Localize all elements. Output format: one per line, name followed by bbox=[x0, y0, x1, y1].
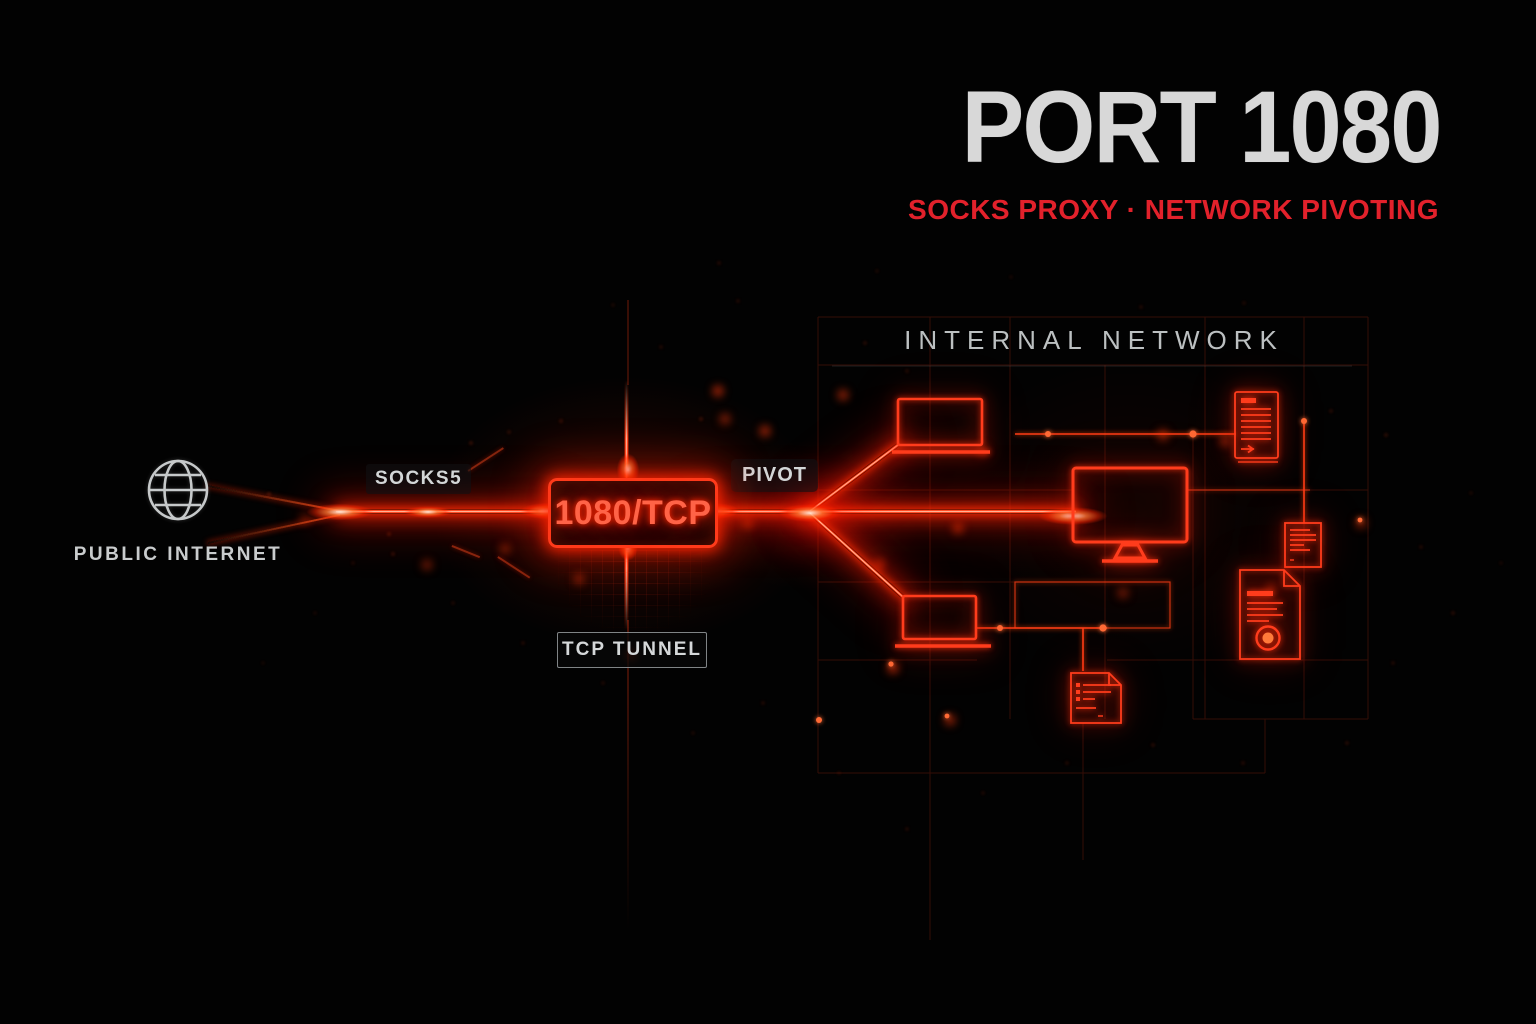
document-icon bbox=[1283, 521, 1325, 571]
port-1080-box-label: 1080/TCP bbox=[554, 493, 712, 532]
page-subtitle: SOCKS PROXY · NETWORK PIVOTING bbox=[908, 194, 1439, 225]
page-title: PORT 1080 bbox=[962, 70, 1443, 184]
laptop-icon bbox=[895, 592, 995, 652]
port-1080-box: 1080/TCP bbox=[548, 478, 718, 548]
internal-network-label: INTERNAL NETWORK bbox=[904, 325, 1284, 355]
certificate-seal-icon bbox=[1237, 567, 1303, 662]
laptop-icon bbox=[890, 395, 992, 459]
beam-to-monitor bbox=[808, 509, 1076, 514]
pivot-label: PIVOT bbox=[731, 459, 819, 492]
circuit-grid-patch bbox=[558, 550, 710, 630]
socks5-label: SOCKS5 bbox=[366, 464, 472, 494]
beam-pivot bbox=[708, 509, 812, 514]
beam-socks5 bbox=[336, 509, 550, 514]
document-icon bbox=[1068, 670, 1126, 726]
monitor-icon bbox=[1070, 464, 1190, 564]
beam-vertical-faint-top bbox=[627, 300, 629, 385]
globe-icon bbox=[146, 458, 210, 527]
beam-vertical-top bbox=[624, 380, 629, 478]
server-icon bbox=[1233, 390, 1281, 468]
beam-vertical-bottom bbox=[624, 542, 629, 630]
beam-vertical-faint-bottom bbox=[627, 620, 629, 930]
tcp-tunnel-label: TCP TUNNEL bbox=[557, 632, 707, 668]
public-internet-label: PUBLIC INTERNET bbox=[73, 544, 283, 565]
